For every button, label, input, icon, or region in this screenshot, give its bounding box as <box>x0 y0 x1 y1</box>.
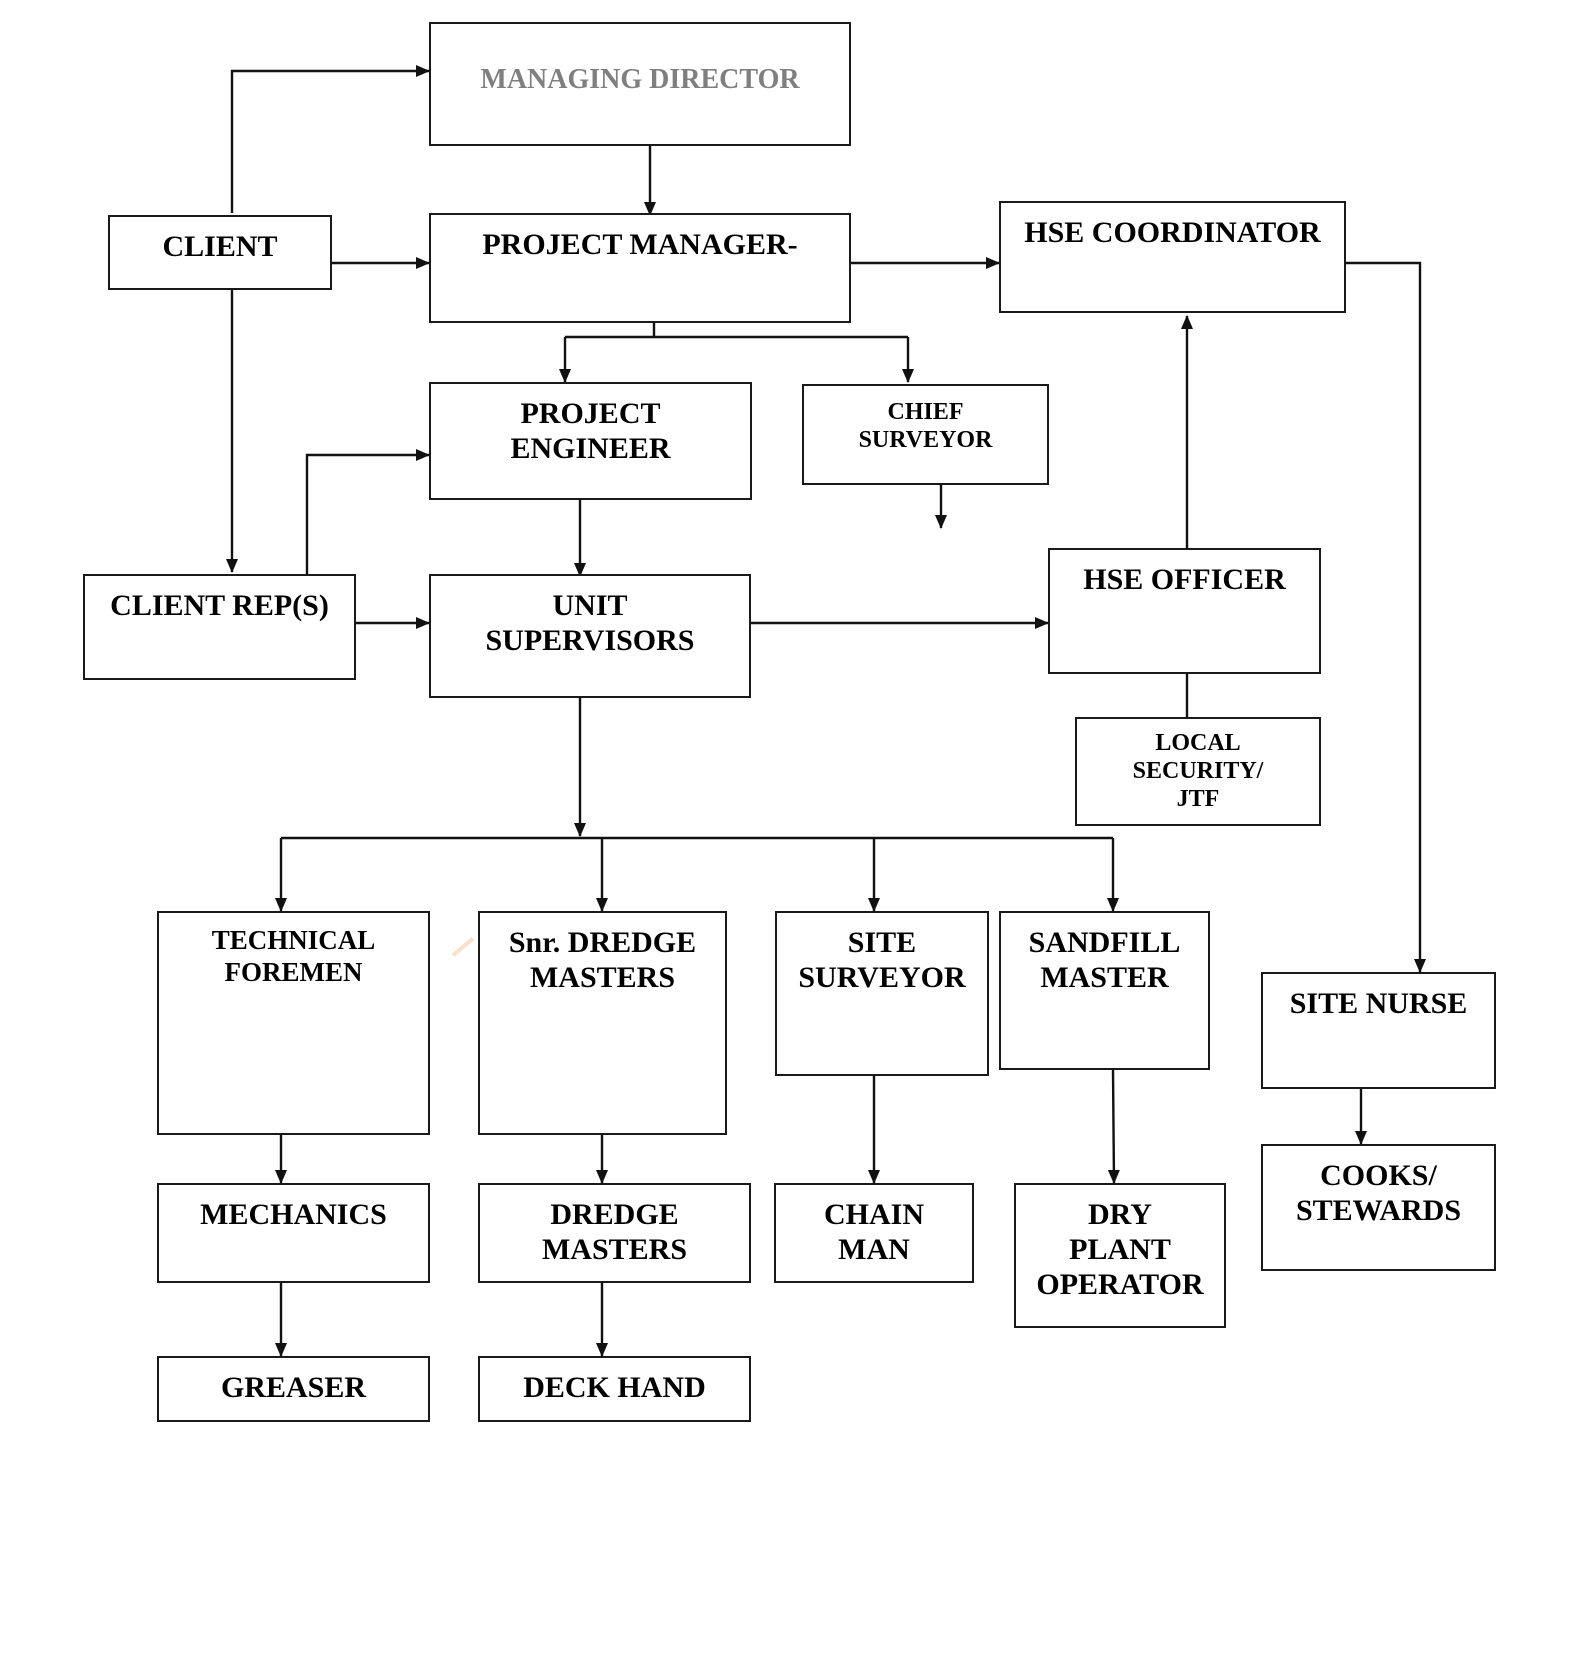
deck-hand-label: DECK HAND <box>523 1371 706 1404</box>
box-local-security: LOCAL SECURITY/ JTF <box>1075 717 1321 826</box>
dredge-masters-label: DREDGE MASTERS <box>541 1198 688 1267</box>
dry-plant-operator-label: DRY PLANT OPERATOR <box>1036 1198 1204 1302</box>
arrow-client-to-managing-director <box>230 65 430 213</box>
arrow-sandfill-master-to-dry-plant-operator <box>1107 1069 1120 1184</box>
box-mechanics: MECHANICS <box>157 1183 430 1283</box>
snr-dredge-masters-label: Snr. DREDGE MASTERS <box>508 926 697 995</box>
box-project-manager: PROJECT MANAGER- <box>429 213 851 323</box>
box-deck-hand: DECK HAND <box>478 1356 751 1422</box>
site-surveyor-label: SITE SURVEYOR <box>798 926 966 995</box>
cooks-stewards-label: COOKS/ STEWARDS <box>1295 1159 1462 1228</box>
sandfill-master-label: SANDFILL MASTER <box>1028 926 1181 995</box>
project-manager-label: PROJECT MANAGER- <box>482 228 798 261</box>
box-site-nurse: SITE NURSE <box>1261 972 1496 1089</box>
box-greaser: GREASER <box>157 1356 430 1422</box>
box-unit-supervisors: UNIT SUPERVISORS <box>429 574 751 698</box>
box-sandfill-master: SANDFILL MASTER <box>999 911 1210 1070</box>
hse-coordinator-label: HSE COORDINATOR <box>1024 216 1321 249</box>
box-site-surveyor: SITE SURVEYOR <box>775 911 989 1076</box>
technical-foremen-label: TECHNICAL FOREMEN <box>211 925 376 987</box>
client-label: CLIENT <box>162 230 278 263</box>
hse-officer-label: HSE OFFICER <box>1083 563 1286 596</box>
client-reps-label: CLIENT REP(S) <box>110 589 329 622</box>
box-project-engineer: PROJECT ENGINEER <box>429 382 752 500</box>
managing-director-label: MANAGING DIRECTOR <box>480 64 800 95</box>
box-dredge-masters: DREDGE MASTERS <box>478 1183 751 1283</box>
arrow-hse-coordinator-to-site-nurse <box>1346 261 1426 973</box>
greaser-label: GREASER <box>220 1371 367 1404</box>
box-technical-foremen: TECHNICAL FOREMEN <box>157 911 430 1135</box>
unit-supervisors-label: UNIT SUPERVISORS <box>485 589 695 658</box>
box-hse-coordinator: HSE COORDINATOR <box>999 201 1346 313</box>
box-chain-man: CHAIN MAN <box>774 1183 974 1283</box>
chain-man-label: CHAIN MAN <box>823 1198 924 1267</box>
box-snr-dredge-masters: Snr. DREDGE MASTERS <box>478 911 727 1135</box>
box-cooks-stewards: COOKS/ STEWARDS <box>1261 1144 1496 1271</box>
box-dry-plant-operator: DRY PLANT OPERATOR <box>1014 1183 1226 1328</box>
site-nurse-label: SITE NURSE <box>1289 987 1468 1020</box>
box-client-reps: CLIENT REP(S) <box>83 574 356 680</box>
box-managing-director: MANAGING DIRECTOR <box>429 22 851 146</box>
chief-surveyor-label: CHIEF SURVEYOR <box>858 399 993 454</box>
box-client: CLIENT <box>108 215 332 290</box>
project-engineer-label: PROJECT ENGINEER <box>510 397 671 466</box>
arrow-client-reps-to-project-engineer <box>305 449 430 574</box>
box-chief-surveyor: CHIEF SURVEYOR <box>802 384 1049 485</box>
mechanics-label: MECHANICS <box>200 1198 387 1231</box>
local-security-label: LOCAL SECURITY/ JTF <box>1132 730 1264 813</box>
box-hse-officer: HSE OFFICER <box>1048 548 1321 674</box>
